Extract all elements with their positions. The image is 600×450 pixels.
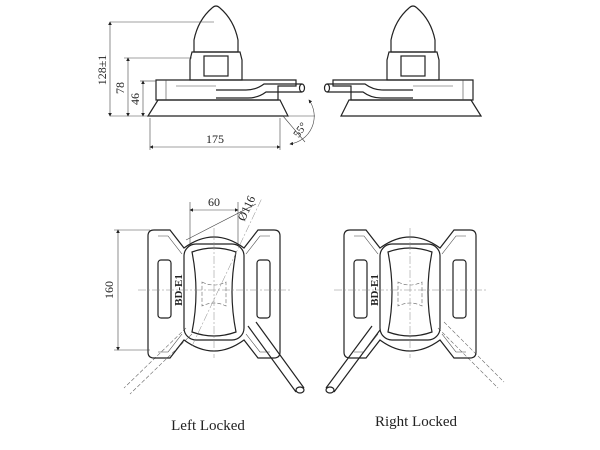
part-marking-right: BD-E1 xyxy=(369,274,381,306)
side-view-right xyxy=(323,5,482,117)
dim-handle-angle: 55° xyxy=(291,121,310,141)
dim-slot-width: 60 xyxy=(208,195,220,209)
dim-diameter: Ø116 xyxy=(234,193,258,223)
side-view-left: 128±1 78 46 175 55° xyxy=(95,5,315,150)
dim-total-height: 128±1 xyxy=(95,55,109,86)
dim-cone-base-height: 78 xyxy=(113,82,127,94)
dim-base-length: 175 xyxy=(206,132,224,146)
label-left-locked: Left Locked xyxy=(171,418,245,434)
dim-body-width: 160 xyxy=(102,281,116,299)
part-marking-left: BD-E1 xyxy=(173,274,185,306)
dim-plate-height: 46 xyxy=(128,93,142,105)
top-view-right-locked: BD-E1 xyxy=(325,227,505,394)
label-right-locked: Right Locked xyxy=(375,414,458,430)
top-view-left-locked: BD-E1 60 Ø116 160 xyxy=(102,193,305,395)
